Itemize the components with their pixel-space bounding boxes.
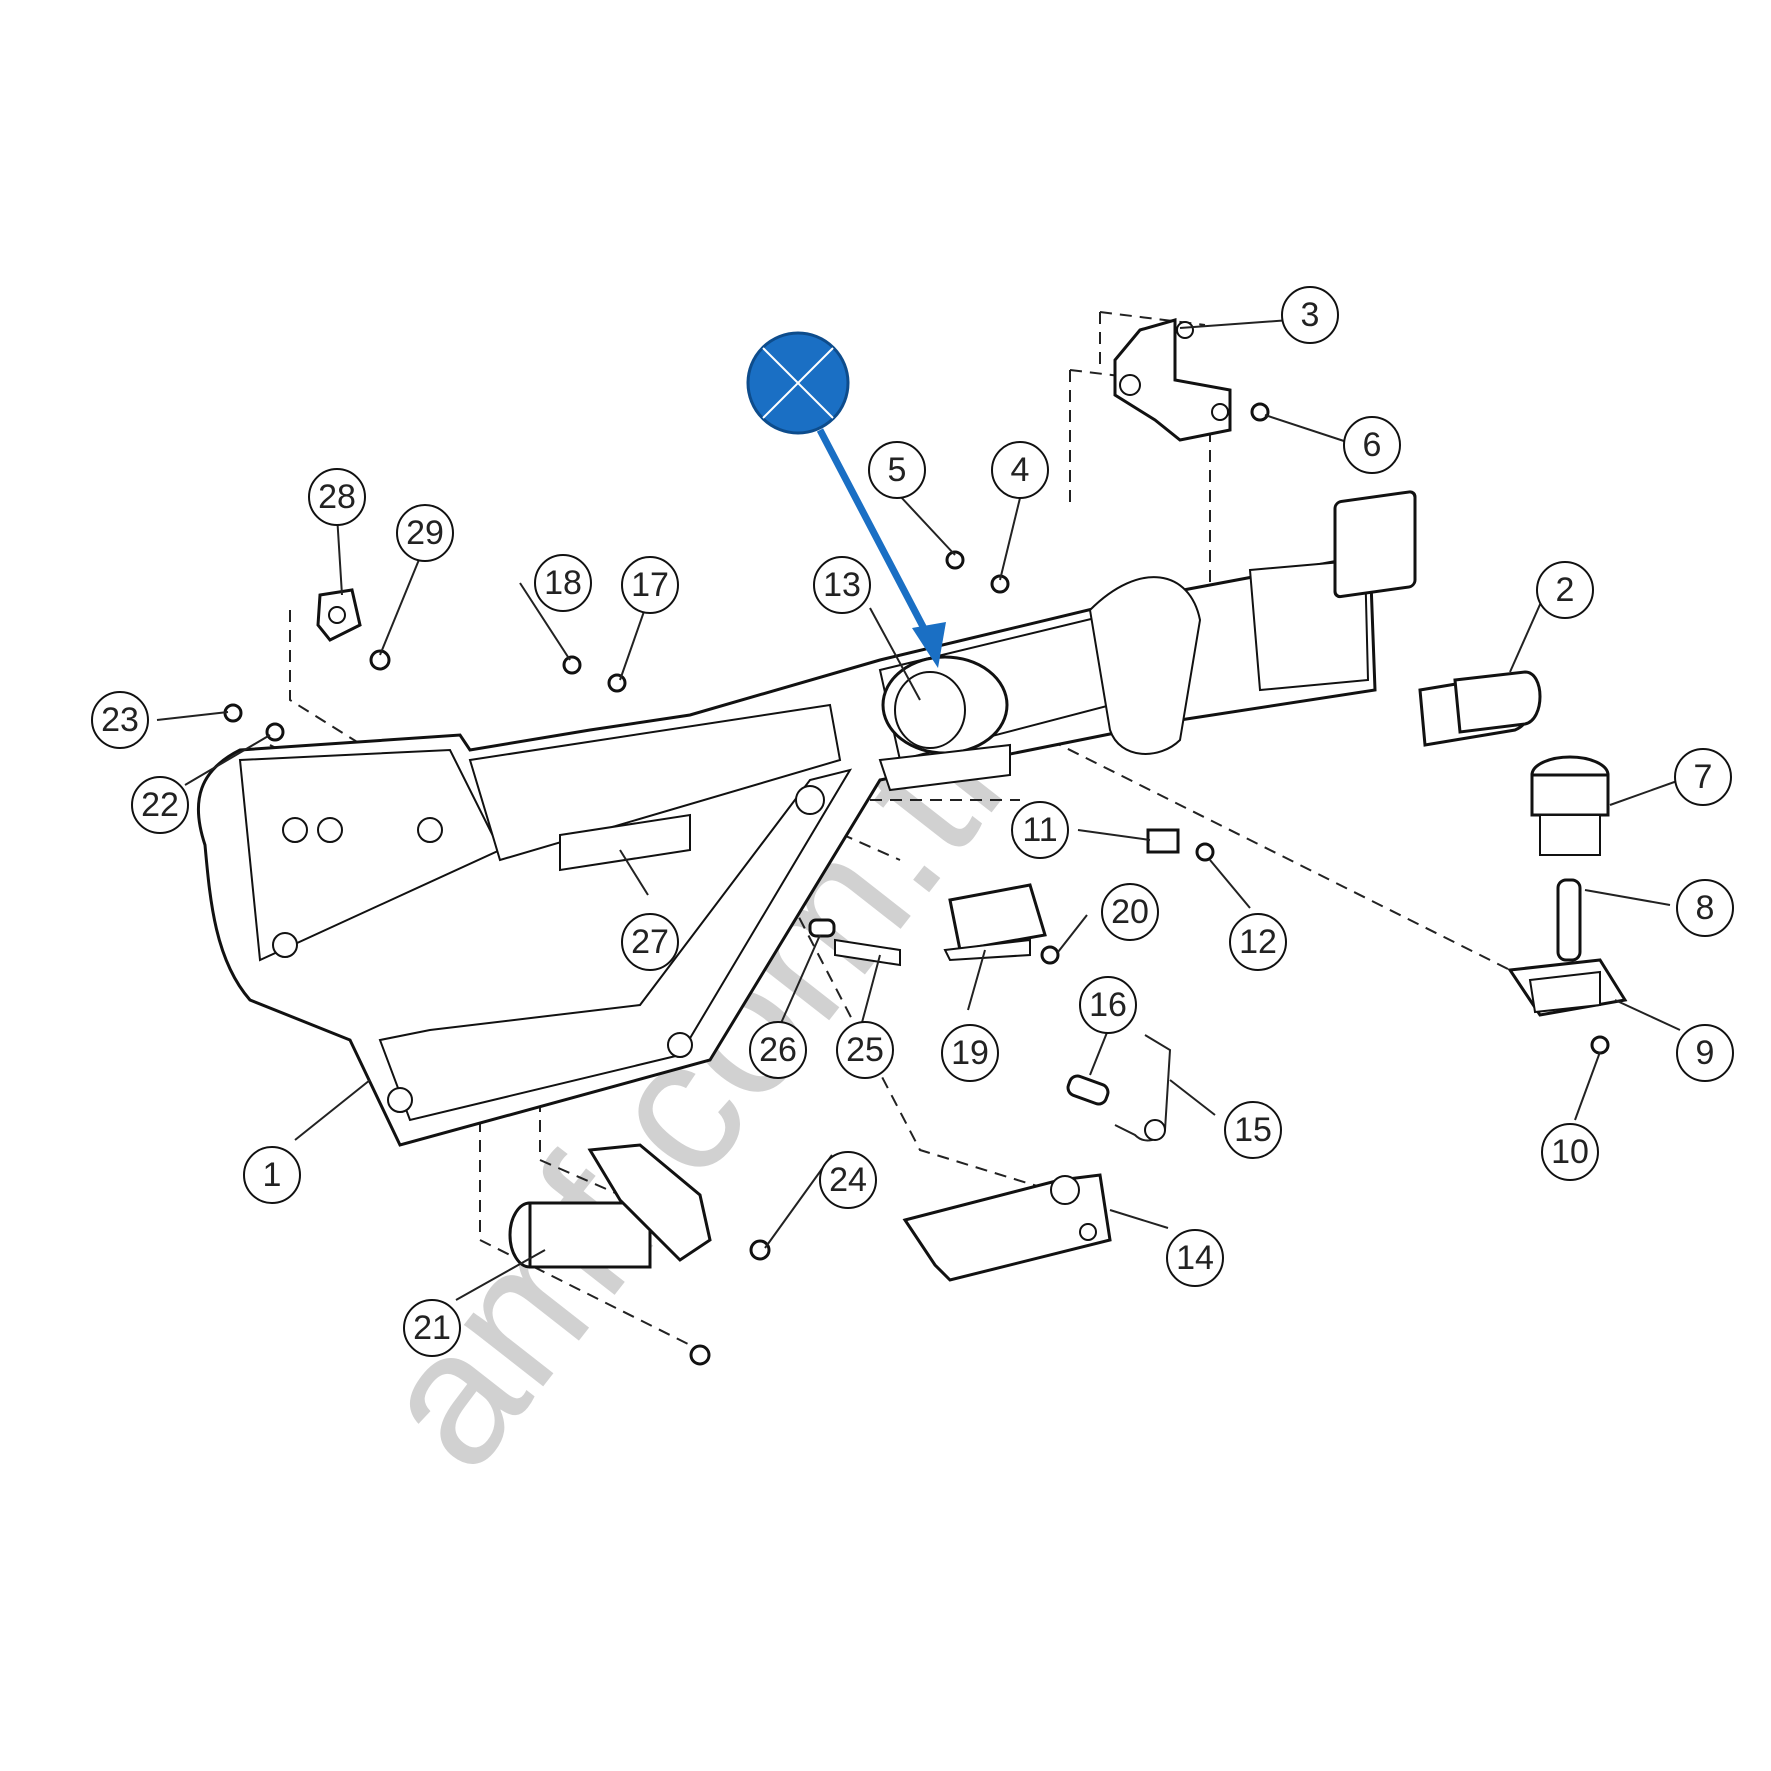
svg-text:18: 18 (544, 564, 582, 602)
svg-text:12: 12 (1239, 923, 1277, 961)
shaft-part-8 (1556, 878, 1582, 962)
screw-part-12 (1195, 842, 1215, 862)
callout-3: 3 (1281, 286, 1339, 344)
slider-part-27 (559, 813, 691, 872)
callout-1: 1 (243, 1146, 301, 1204)
callout-16: 16 (1079, 976, 1137, 1034)
svg-text:27: 27 (631, 923, 669, 961)
switch-part-9 (1507, 958, 1628, 1017)
callout-23: 23 (91, 691, 149, 749)
svg-text:2: 2 (1556, 571, 1575, 609)
svg-text:26: 26 (759, 1031, 797, 1069)
knob-part-7 (1530, 755, 1610, 856)
callout-8: 8 (1676, 879, 1734, 937)
screw-part-24 (749, 1239, 771, 1261)
callout-24: 24 (819, 1151, 877, 1209)
screw-part-6 (1250, 402, 1270, 422)
callout-28: 28 (308, 468, 366, 526)
callout-27: 27 (621, 913, 679, 971)
callout-9: 9 (1676, 1024, 1734, 1082)
svg-text:5: 5 (888, 451, 907, 489)
callout-29: 29 (396, 504, 454, 562)
callout-21: 21 (403, 1299, 461, 1357)
callout-14: 14 (1166, 1229, 1224, 1287)
microswitch-part-19 (943, 883, 1047, 962)
solenoid-part-21 (508, 1143, 712, 1269)
highlight-marker[interactable] (746, 331, 946, 668)
callout-15: 15 (1224, 1101, 1282, 1159)
svg-text:25: 25 (846, 1031, 884, 1069)
pin-part-16 (1066, 1074, 1110, 1106)
callout-22: 22 (131, 776, 189, 834)
svg-text:11: 11 (1022, 811, 1057, 849)
lever-part-14 (902, 1173, 1112, 1282)
screw-part-5 (945, 550, 965, 570)
callout-labels: 3 6 5 4 28 29 18 17 13 2 23 22 7 11 20 1… (91, 286, 1734, 1357)
callout-19: 19 (941, 1024, 999, 1082)
callout-18: 18 (534, 554, 592, 612)
callout-25: 25 (836, 1021, 894, 1079)
screw-part-20 (1040, 945, 1060, 965)
svg-text:14: 14 (1176, 1239, 1214, 1277)
gear-drum-part-13 (878, 655, 1011, 792)
callout-11: 11 (1011, 801, 1069, 859)
svg-text:8: 8 (1696, 889, 1715, 927)
spring-part-15 (1114, 1034, 1172, 1142)
svg-text:9: 9 (1696, 1034, 1715, 1072)
callout-4: 4 (991, 441, 1049, 499)
screw-part-26 (808, 918, 836, 938)
leader-lines (156, 319, 1681, 1301)
svg-text:16: 16 (1089, 986, 1127, 1024)
clip-part-28 (316, 588, 362, 642)
callout-5: 5 (868, 441, 926, 499)
callout-6: 6 (1343, 416, 1401, 474)
callout-2: 2 (1536, 561, 1594, 619)
bracket-part-3 (1113, 318, 1232, 442)
callout-13: 13 (813, 556, 871, 614)
screw-part-29 (369, 649, 391, 671)
callout-12: 12 (1229, 913, 1287, 971)
svg-text:7: 7 (1694, 758, 1713, 796)
svg-text:17: 17 (631, 566, 669, 604)
screw-bottom (689, 1344, 711, 1366)
callout-20: 20 (1101, 883, 1159, 941)
svg-text:28: 28 (318, 478, 356, 516)
callout-17: 17 (621, 556, 679, 614)
svg-text:15: 15 (1234, 1111, 1272, 1149)
screw-part-17 (607, 673, 627, 693)
screw-part-22 (265, 722, 285, 742)
svg-text:19: 19 (951, 1034, 989, 1072)
svg-text:24: 24 (829, 1161, 867, 1199)
connector-part-11 (1146, 828, 1180, 854)
screw-part-10 (1590, 1035, 1610, 1055)
svg-text:21: 21 (413, 1309, 451, 1347)
rod-part-25 (834, 938, 901, 967)
callout-7: 7 (1674, 748, 1732, 806)
svg-text:22: 22 (141, 786, 179, 824)
screw-part-18 (562, 655, 582, 675)
svg-text:20: 20 (1111, 893, 1149, 931)
svg-text:6: 6 (1363, 426, 1382, 464)
svg-text:10: 10 (1551, 1133, 1589, 1171)
svg-text:13: 13 (823, 566, 861, 604)
callout-26: 26 (749, 1021, 807, 1079)
svg-text:3: 3 (1301, 296, 1320, 334)
motor-part-2 (1333, 490, 1542, 747)
callout-10: 10 (1541, 1123, 1599, 1181)
svg-text:29: 29 (406, 514, 444, 552)
svg-text:4: 4 (1011, 451, 1030, 489)
svg-text:1: 1 (263, 1156, 282, 1194)
svg-text:23: 23 (101, 701, 139, 739)
